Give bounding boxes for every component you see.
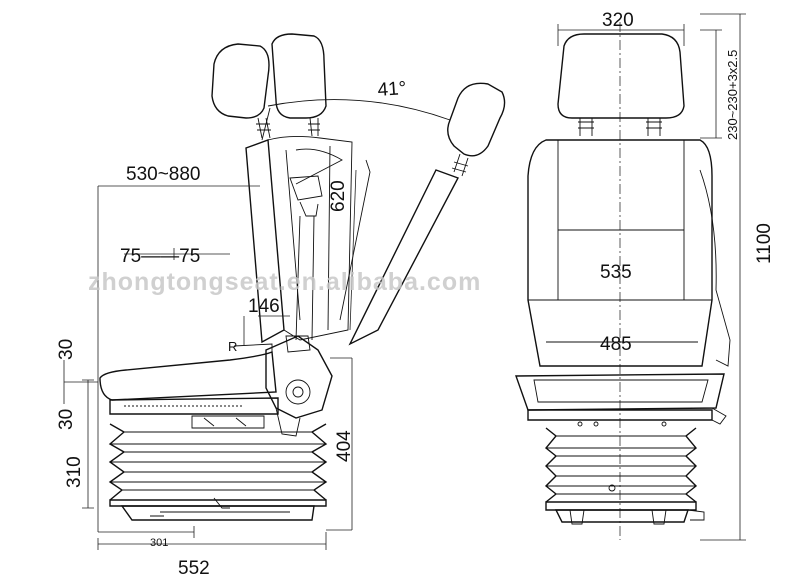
front-backrest — [527, 139, 713, 367]
backrest-forward — [348, 169, 459, 346]
side-dimension-lines — [63, 169, 357, 550]
base-details — [150, 497, 290, 517]
front-backrest-seams — [528, 140, 712, 343]
recline-angle-label: 41° — [377, 78, 407, 101]
side-lever — [699, 169, 731, 367]
headrest-upright-position — [271, 33, 327, 119]
watermark: zhongtongseat.en.alibaba.com — [88, 268, 481, 296]
seat-reference-marker: R — [228, 339, 237, 354]
headrest-forward-position — [447, 82, 506, 157]
front-base — [554, 509, 689, 523]
front-feet — [569, 509, 705, 525]
suspension-bellows-side — [108, 423, 328, 507]
front-cushion-inner — [533, 379, 709, 403]
bolt — [608, 484, 616, 492]
headrest-posts — [256, 117, 469, 177]
backrest-width-label: 535 — [600, 262, 632, 283]
seat-slide-rail — [109, 397, 279, 415]
cushion-top-contour — [233, 343, 273, 352]
backrest-section-lines — [285, 145, 371, 331]
fore-aft-label: 75——75 — [120, 246, 200, 267]
front-cushion — [515, 373, 725, 411]
height-adjust-down-label: 30 — [56, 409, 77, 430]
suspension-height-label: 310 — [64, 456, 85, 488]
bolt — [577, 421, 583, 427]
front-dimension-lines — [557, 13, 746, 541]
height-adjust-up-label: 30 — [56, 339, 77, 360]
seat-cushion — [99, 351, 277, 401]
backrest-height-range-label: 530~880 — [126, 164, 201, 185]
front-bellows — [544, 427, 698, 511]
front-view — [515, 13, 746, 541]
bolt — [593, 421, 599, 427]
front-headrest-posts — [578, 118, 662, 136]
headrest-rear-position — [211, 43, 270, 119]
cushion-width-label: 485 — [600, 334, 632, 355]
suspension-base — [120, 505, 315, 521]
overall-height-label: 1100 — [754, 223, 775, 264]
seatbelt-strap — [295, 215, 315, 341]
backrest-contour — [295, 148, 343, 185]
backrest-length-label: 620 — [328, 180, 349, 212]
dimension-labels: 41° 530~880 620 75——75 146 R 30 30 310 4… — [56, 10, 775, 579]
armrest-offset-label: 146 — [248, 296, 280, 317]
seatbelt-buckle — [289, 175, 323, 217]
rail-length-label: 301 — [150, 537, 168, 549]
angle-radial-line — [261, 107, 271, 141]
bolt — [661, 421, 667, 427]
backrest-upright — [267, 135, 353, 341]
seat-height-label: 404 — [334, 430, 355, 462]
recline-mechanism — [265, 335, 333, 437]
slide-lock — [191, 415, 265, 429]
recline-angle-arc — [267, 99, 451, 121]
headrest-adjust-label: 230~230+3x2.5 — [725, 50, 740, 140]
front-handle — [711, 407, 727, 425]
overall-depth-label: 552 — [178, 558, 210, 579]
front-headrest — [557, 33, 685, 119]
headrest-width-label: 320 — [602, 10, 634, 31]
side-view — [63, 33, 506, 550]
